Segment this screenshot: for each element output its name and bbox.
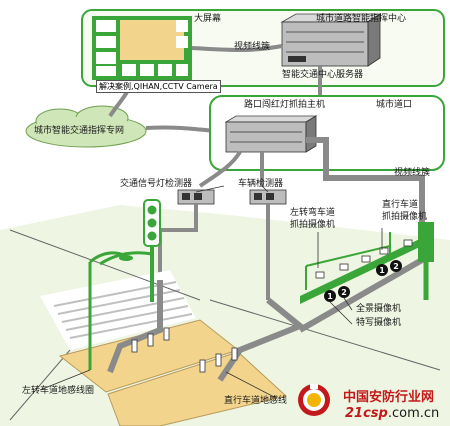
label-closeup-cam: 特写摄像机 [356,318,402,328]
marker-closeup-cam-2: 2 [338,286,350,298]
site-logo-icon [298,384,330,416]
watermark-url-prefix: 21csp [345,406,388,421]
label-straight-loop: 直行车道地感线 [224,396,288,406]
label-left-turn-loop: 左转车道地感线圈 [22,386,95,396]
signal-detector-icon [177,189,215,205]
label-straight-cam-line1: 直行车道 [382,200,419,210]
straight-loop-cable [217,297,306,382]
svg-text:2: 2 [341,288,347,297]
marker-closeup-cam: 2 [390,260,402,272]
camera-gantry-icon [300,222,434,304]
host-unit-icon [224,115,318,153]
signal-to-light-cable [158,204,198,280]
label-straight-cam-line2: 抓拍摄像机 [382,212,428,222]
host-camera-cable [306,137,425,196]
svg-text:1: 1 [327,292,333,301]
marker-panorama-cam: 1 [376,264,388,276]
label-video-cable-top: 视频线簇 [234,42,271,52]
left-loop-coils [131,327,170,353]
camera-units [315,239,413,279]
label-left-turn-cam-line1: 左转弯车道 [290,208,336,218]
label-vehicle-detector: 车辆检测器 [238,179,284,189]
watermark-site-name: 中国安防行业网 [343,390,435,405]
label-panorama-cam: 全景摄像机 [356,304,402,314]
label-video-cable-right: 视频线簇 [394,168,431,178]
left-loop-cable [107,280,163,374]
video-wall [92,16,192,80]
label-big-screen: 大屏幕 [194,14,222,24]
label-private-network: 城市智能交通指挥专网 [34,126,125,136]
label-case-tag: 解决案例,QIHAN,CCTV Camera [96,80,221,93]
label-left-turn-cam-line2: 抓拍摄像机 [290,220,336,230]
watermark-url: 21csp.com.cn [345,406,439,421]
svg-text:2: 2 [393,262,399,271]
marker-panorama-cam-2: 1 [324,290,336,302]
crosswalk-stripes [53,281,193,339]
label-traffic-server: 智能交通中心服务器 [282,70,364,80]
label-host: 路口闯红灯抓拍主机 [244,100,326,110]
label-command-center: 城市道路智能指挥中心 [316,14,407,24]
video-cable-top [191,44,283,52]
watermark-url-suffix: .com.cn [387,406,440,421]
label-signal-detector: 交通信号灯检测器 [120,179,193,189]
traffic-server-icon [280,13,382,67]
svg-text:1: 1 [379,266,385,275]
straight-loop-coils [199,347,238,373]
network-cloud [25,105,147,148]
label-intersection: 城市道口 [376,100,413,110]
vehicle-detector-icon [249,189,287,205]
street-lamp-icon [88,251,133,370]
road-markings [9,229,441,421]
leader-lines [39,185,383,399]
host-signal-cable [198,150,242,188]
